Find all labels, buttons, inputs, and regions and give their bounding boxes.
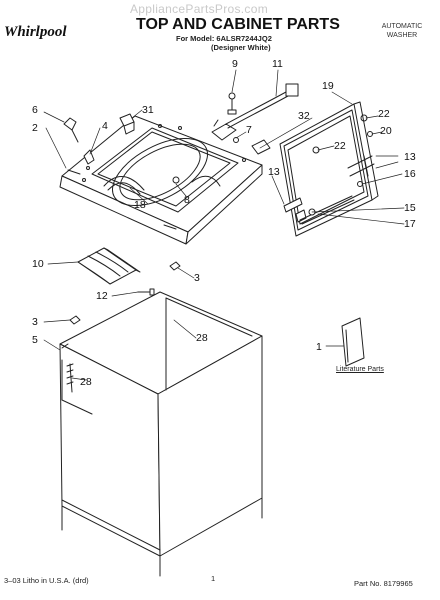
watermark: AppliancePartsPros.com <box>130 2 268 16</box>
callout-20: 20 <box>380 125 392 137</box>
callout-9: 9 <box>232 58 238 70</box>
callout-5: 5 <box>32 334 38 346</box>
lid-switch-harness <box>211 83 299 155</box>
callout-8: 8 <box>184 194 190 206</box>
callout-13-left: 13 <box>268 166 280 178</box>
callout-19: 19 <box>322 80 334 92</box>
callout-13-right: 13 <box>404 151 416 163</box>
page-number: 1 <box>211 574 216 583</box>
top-panel <box>59 115 263 245</box>
callout-11: 11 <box>272 58 283 70</box>
cabinet <box>59 291 263 577</box>
product-type-line-1: AUTOMATIC <box>381 23 423 30</box>
callout-3-upper: 3 <box>194 272 200 284</box>
page-title: TOP AND CABINET PARTS <box>136 16 340 33</box>
cabinet-fastener <box>66 363 74 393</box>
callout-10: 10 <box>32 258 44 270</box>
callout-31: 31 <box>142 104 154 116</box>
callout-7: 7 <box>246 124 252 136</box>
callout-22-mid: 22 <box>334 140 346 152</box>
callout-4: 4 <box>102 120 108 132</box>
callout-28-lower: 28 <box>80 376 92 388</box>
litho-note: 3–03 Litho in U.S.A. (drd) <box>4 576 89 585</box>
model-line: For Model: 6ALSR7244JQ2 <box>176 34 272 43</box>
callout-16: 16 <box>404 168 416 180</box>
callout-32: 32 <box>298 110 310 122</box>
callout-6: 6 <box>32 104 38 116</box>
variant-line: (Designer White) <box>211 43 271 52</box>
lid-assembly <box>279 101 379 237</box>
literature-booklet <box>341 317 365 367</box>
leader-lines <box>43 69 405 381</box>
callout-3-lower: 3 <box>32 316 38 328</box>
hinge-parts <box>63 92 237 165</box>
callout-22-top: 22 <box>378 108 390 120</box>
callout-1: 1 <box>316 341 322 353</box>
product-type-line-2: WASHER <box>386 32 418 39</box>
callout-2: 2 <box>32 122 38 134</box>
product-type: AUTOMATIC WASHER <box>380 22 424 40</box>
part-number: Part No. 8179965 <box>354 579 413 588</box>
callout-28-upper: 28 <box>196 332 208 344</box>
shield-part <box>77 247 141 285</box>
literature-parts-label: Literature Parts <box>336 366 384 373</box>
brand-logo: Whirlpool <box>4 24 67 40</box>
callout-18: 18 <box>134 199 146 211</box>
callout-12: 12 <box>96 290 108 302</box>
callout-17: 17 <box>404 218 416 230</box>
callout-15: 15 <box>404 202 416 214</box>
